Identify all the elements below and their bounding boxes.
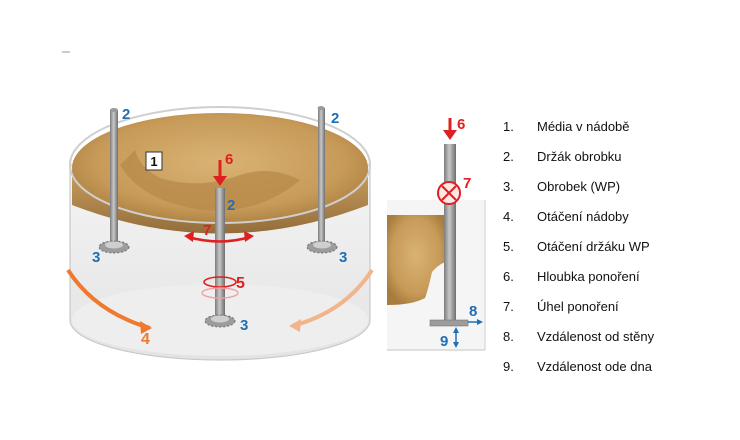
angle-arrowhead-main-left	[184, 231, 194, 242]
detail-illustration: 6 7 8 9	[387, 116, 486, 351]
container-illustration: 1 2 2 2 3 3 3 4 5 6 7	[66, 106, 374, 361]
container-rotation-arrowhead-left	[140, 321, 152, 334]
legend-text: Úhel ponoření	[537, 299, 619, 314]
legend-item: 1. Média v nádobě	[503, 112, 654, 142]
holder-rotation-arrow	[203, 276, 237, 288]
holder-right-cap	[317, 106, 325, 110]
bottom-distance-arrowhead-down	[453, 342, 459, 348]
holder-left	[110, 110, 118, 250]
callout-box-media	[145, 151, 163, 171]
gear-center	[204, 314, 236, 328]
angle-arrowhead-main-right	[244, 231, 254, 242]
legend-number: 6.	[503, 269, 514, 284]
sand-groove	[120, 150, 300, 211]
container-rotation-arrow-left	[66, 268, 151, 330]
legend-number: 3.	[503, 179, 514, 194]
legend-number: 8.	[503, 329, 514, 344]
callout-holder-right: 2	[331, 110, 339, 127]
legend-item: 8. Vzdálenost od stěny	[503, 322, 654, 352]
detail-workpiece	[429, 319, 469, 327]
callout-depth-main: 6	[225, 151, 233, 168]
legend-item: 9. Vzdálenost ode dna	[503, 352, 654, 382]
callout-depth-detail: 6	[457, 116, 465, 133]
legend-number: 2.	[503, 149, 514, 164]
legend-text: Vzdálenost od stěny	[537, 329, 655, 344]
depth-arrowhead-detail	[443, 130, 457, 140]
gear-right	[306, 240, 338, 254]
legend-item: 4. Otáčení nádoby	[503, 202, 654, 232]
legend-text: Obrobek (WP)	[537, 179, 621, 194]
container-rotation-arrowhead-right	[289, 319, 301, 332]
holder-rotation-arrow-outer	[201, 287, 239, 299]
callout-holder-left: 2	[122, 106, 130, 123]
legend-number: 1.	[503, 119, 514, 134]
callout-angle-main: 7	[203, 222, 211, 239]
legend-item: 5. Otáčení držáku WP	[503, 232, 654, 262]
callout-wall-distance: 8	[469, 303, 477, 320]
callout-gear-right: 3	[339, 249, 347, 266]
legend-text: Otáčení držáku WP	[537, 239, 650, 254]
legend-text: Držák obrobku	[537, 149, 622, 164]
callout-angle-detail: 7	[463, 175, 471, 192]
callout-holder-center: 2	[227, 197, 235, 214]
legend-item: 6. Hloubka ponoření	[503, 262, 654, 292]
holder-left-cap	[110, 108, 118, 112]
detail-sand	[387, 215, 445, 305]
callout-holder-rotation: 5	[236, 275, 245, 292]
gear-left	[98, 240, 130, 254]
holder-center	[215, 188, 225, 316]
callout-container-rotation: 4	[141, 331, 150, 348]
callout-gear-left: 3	[92, 249, 100, 266]
legend-item: 2. Držák obrobku	[503, 142, 654, 172]
legend-item: 3. Obrobek (WP)	[503, 172, 654, 202]
legend-text: Média v nádobě	[537, 119, 630, 134]
callout-media: 1	[150, 154, 157, 169]
legend-text: Otáčení nádoby	[537, 209, 629, 224]
callout-gear-center: 3	[240, 317, 248, 334]
angle-symbol-cross-b	[441, 185, 457, 201]
callout-bottom-distance: 9	[440, 333, 448, 350]
legend-number: 7.	[503, 299, 514, 314]
legend-list: 1. Média v nádobě 2. Držák obrobku 3. Obrob…	[503, 112, 654, 382]
depth-arrowhead-main	[213, 176, 227, 186]
legend-number: 4.	[503, 209, 514, 224]
legend-text: Vzdálenost ode dna	[537, 359, 652, 374]
holder-right	[318, 108, 325, 248]
container-rotation-arrow-right	[291, 268, 374, 328]
wall-distance-arrowhead	[477, 319, 483, 325]
legend-number: 9.	[503, 359, 514, 374]
detail-holder-rod	[444, 144, 456, 322]
bottom-distance-arrowhead-up	[453, 327, 459, 333]
legend-item: 7. Úhel ponoření	[503, 292, 654, 322]
legend-text: Hloubka ponoření	[537, 269, 640, 284]
legend-number: 5.	[503, 239, 514, 254]
